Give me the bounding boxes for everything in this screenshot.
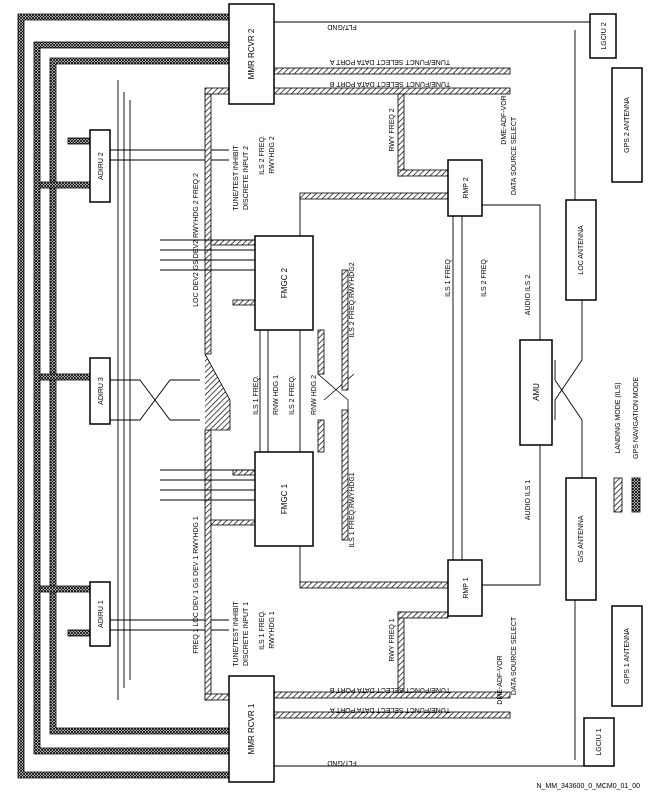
audio-ils1-label: AUDIO ILS 1 — [525, 480, 532, 521]
adiru2-box: ADIRU 2 — [89, 129, 111, 203]
ils2-freq-rwyhdg2-label: ILS 2 FREQ. — [259, 135, 266, 175]
ils1-freq-rwyhdg1-long-label: ILS 1 FREQ.RWYHDG1 — [349, 472, 356, 547]
gps-navigation-buses — [17, 13, 230, 779]
lgciu2-box: LGCIU 2 — [589, 13, 617, 59]
rwyhdg1-label: RWYHDG 1 — [269, 611, 276, 649]
mmr-rcvr1-box: MMR RCVR 1 — [228, 675, 275, 783]
rwy-freq2-label: RWY FREQ 2 — [389, 108, 396, 151]
tune-test-inhibit-2-label: TUNE/TEST INHIBIT — [233, 144, 240, 210]
data-source-select-2-label: DATA SOURCE SELECT — [511, 116, 518, 195]
fmgc2-box: FMGC 2 — [254, 235, 314, 331]
signal-labels: FLT/GND FLT/GND TUNE/FUNCT SELECT DATA P… — [193, 23, 532, 766]
gps-navigation-swatch — [631, 477, 641, 513]
flt-gnd-top-label: FLT/GND — [327, 23, 356, 30]
audio-ils2-label: AUDIO ILS 2 — [525, 275, 532, 316]
gps1-antenna-box: GPS 1 ANTENNA — [611, 605, 643, 707]
fmgc2-label: FMGC 2 — [280, 267, 289, 298]
ils1-freq-rmp-label: ILS 1 FREQ — [445, 259, 452, 297]
rmp2-label: RMP 2 — [463, 177, 470, 198]
adiru2-label: ADIRU 2 — [98, 152, 105, 180]
rwy-freq1-label: RWY FREQ 1 — [389, 618, 396, 661]
landing-mode-swatch — [613, 477, 623, 513]
legend: LANDING MODE (ILS) GPS NAVIGATION MODE — [613, 377, 641, 513]
lgciu1-label: LGCIU 1 — [596, 728, 603, 755]
tune-port-a-top-label: TUNE/FUNCT SELECT DATA PORT A — [330, 58, 451, 65]
flt-gnd-bottom-label: FLT/GND — [327, 759, 356, 766]
rmp1-label: RMP 1 — [463, 577, 470, 598]
loc-antenna-label: LOC ANTENNA — [578, 225, 585, 275]
tune-port-a-bottom-label: TUNE/FUNCT SELECT DATA PORT A — [330, 706, 451, 713]
ils2-freq-rwyhdg2-long-label: ILS 2 FREQ.RWYHDG2 — [349, 262, 356, 337]
discrete-input-1-label: DISCRETE INPUT 1 — [243, 602, 250, 666]
gps2-antenna-box: GPS 2 ANTENNA — [611, 67, 643, 183]
landing-mode-legend-label: LANDING MODE (ILS) — [615, 382, 622, 453]
fmgc1-label: FMGC 1 — [280, 483, 289, 514]
loc-dev2-line-label: LOC DEV2 GS DEV2 RWYHDG 2 FREQ 2 — [193, 173, 200, 307]
ils2-freq-fmgc-label: ILS 2 FREQ. — [289, 375, 296, 415]
mmr-rcvr2-label: MMR RCVR 2 — [247, 28, 256, 79]
data-source-select-1-label: DATA SOURCE SELECT — [511, 616, 518, 695]
gs-antenna-label: G/S ANTENNA — [578, 515, 585, 562]
gs-antenna-box: G/S ANTENNA — [565, 477, 597, 601]
lgciu2-label: LGCIU 2 — [601, 22, 608, 49]
loc-antenna-box: LOC ANTENNA — [565, 199, 597, 301]
adiru1-box: ADIRU 1 — [89, 581, 111, 647]
gps2-antenna-label: GPS 2 ANTENNA — [624, 97, 631, 153]
mmr-rcvr1-label: MMR RCVR 1 — [247, 703, 256, 754]
lgciu1-box: LGCIU 1 — [583, 717, 615, 767]
ils1-freq-fmgc-label: ILS 1 FREQ. — [253, 375, 260, 415]
adiru1-label: ADIRU 1 — [98, 600, 105, 628]
fmgc-input-arrows — [160, 216, 463, 560]
mmr-rcvr2-box: MMR RCVR 2 — [228, 3, 275, 105]
fmgc1-box: FMGC 1 — [254, 451, 314, 547]
tune-port-b-bottom-label: TUNE/FUNCT SELECT DATA PORT B — [329, 686, 450, 693]
adiru3-label: ADIRU 3 — [98, 377, 105, 405]
rmp2-box: RMP 2 — [447, 159, 483, 217]
discrete-lines — [110, 21, 591, 767]
ils2-freq-rmp-label: ILS 2 FREQ — [481, 259, 488, 297]
rmp1-box: RMP 1 — [447, 559, 483, 617]
gps-navigation-legend-label: GPS NAVIGATION MODE — [633, 377, 640, 459]
tune-port-b-top-label: TUNE/FUNCT SELECT DATA PORT B — [329, 80, 450, 87]
rnw-hdg1-label: RNW HDG 1 — [273, 375, 280, 415]
rwyhdg2-label: RWYHDG 2 — [269, 136, 276, 174]
dme-adf-vor-2-label: DME-ADF-VOR — [501, 95, 508, 144]
rnw-hdg2-label: RNW HDG 2 — [311, 375, 318, 415]
ils1-freq-rwyhdg1-label: ILS 1 FREQ. — [259, 610, 266, 650]
adiru3-box: ADIRU 3 — [89, 357, 111, 425]
freq1-loc-dev1-line-label: FREQ 1 LOC DEV 1 GS DEV 1 RWYHDG 1 — [193, 516, 200, 654]
gps1-antenna-label: GPS 1 ANTENNA — [624, 628, 631, 684]
reference-code: N_MM_343600_0_MCM0_01_00 — [536, 783, 640, 790]
dme-adf-vor-1-label: DME-ADF-VOR — [497, 655, 504, 704]
tune-test-inhibit-1-label: TUNE/TEST INHIBIT — [233, 600, 240, 666]
discrete-input-2-label: DISCRETE INPUT 2 — [243, 146, 250, 210]
amu-box: AMU — [519, 339, 553, 446]
amu-label: AMU — [532, 383, 541, 401]
